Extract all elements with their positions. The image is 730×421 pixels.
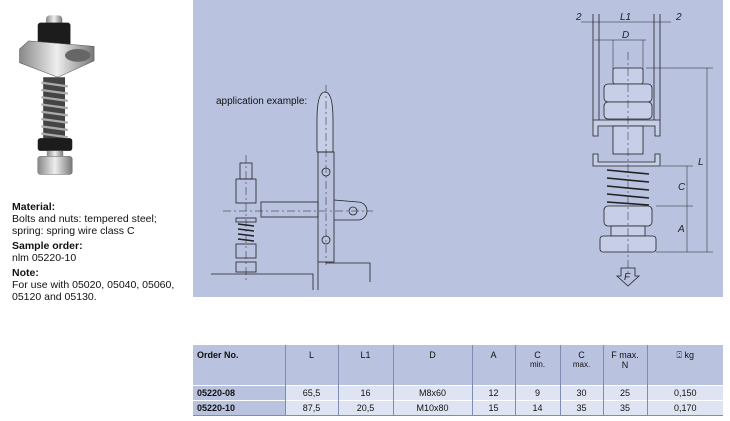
cell-c-min: 14 xyxy=(515,400,561,415)
header-order-no: Order No. xyxy=(193,345,286,385)
cell-f-max: 25 xyxy=(603,385,648,400)
product-info: Material: Bolts and nuts: tempered steel… xyxy=(12,198,192,303)
dim-2-left: 2 xyxy=(575,12,582,23)
cell-f-max: 35 xyxy=(603,400,648,415)
dim-d: D xyxy=(622,30,629,41)
bolt-dimension-drawing xyxy=(581,14,713,287)
cell-order-no: 05220-08 xyxy=(193,385,286,400)
cell-a: 15 xyxy=(472,400,516,415)
cell-d: M10x80 xyxy=(393,400,473,415)
header-l1: L1 xyxy=(338,345,394,385)
cell-c-max: 35 xyxy=(560,400,604,415)
dim-l1: L1 xyxy=(620,12,631,23)
material-text-2: spring: spring wire class C xyxy=(12,225,135,237)
header-f-max: F max.N xyxy=(603,345,648,385)
cell-c-min: 9 xyxy=(515,385,561,400)
dim-l: L xyxy=(698,157,704,168)
header-l: L xyxy=(285,345,339,385)
cell-l: 87,5 xyxy=(285,400,339,415)
cell-l: 65,5 xyxy=(285,385,339,400)
application-example-label: application example: xyxy=(216,96,308,107)
header-d: D xyxy=(393,345,473,385)
cell-c-max: 30 xyxy=(560,385,604,400)
note-text-2: 05120 and 05130. xyxy=(12,291,97,303)
header-a: A xyxy=(472,345,516,385)
table-row: 05220-10 87,5 20,5 M10x80 15 14 35 35 0,… xyxy=(193,400,723,415)
application-example-drawing xyxy=(211,85,373,290)
cell-weight: 0,170 xyxy=(673,402,697,413)
force-label: F xyxy=(624,272,631,283)
table-row: 05220-08 65,5 16 M8x60 12 9 30 25 0,150 xyxy=(193,385,723,400)
note-text-1: For use with 05020, 05040, 05060, xyxy=(12,279,175,291)
cell-l1: 20,5 xyxy=(338,400,394,415)
sample-order-text: nlm 05220-10 xyxy=(12,252,77,264)
sample-order-heading: Sample order: xyxy=(12,240,83,252)
cell-d: M8x60 xyxy=(393,385,473,400)
note-heading: Note: xyxy=(12,267,39,279)
dim-2-right: 2 xyxy=(675,12,682,23)
cell-order-no: 05220-10 xyxy=(193,400,286,415)
force-arrow-icon xyxy=(615,267,641,287)
cell-weight: 0,150 xyxy=(673,387,697,398)
product-photo xyxy=(19,15,95,175)
cell-a: 12 xyxy=(472,385,516,400)
technical-drawing-panel: 2 L1 2 D L C A F application example: xyxy=(193,0,723,297)
header-weight: ⍠ kg xyxy=(676,350,694,360)
cell-l1: 16 xyxy=(338,385,394,400)
dim-a: A xyxy=(677,224,685,235)
material-heading: Material: xyxy=(12,201,56,213)
material-text-1: Bolts and nuts: tempered steel; xyxy=(12,213,157,225)
dim-c: C xyxy=(678,182,686,193)
